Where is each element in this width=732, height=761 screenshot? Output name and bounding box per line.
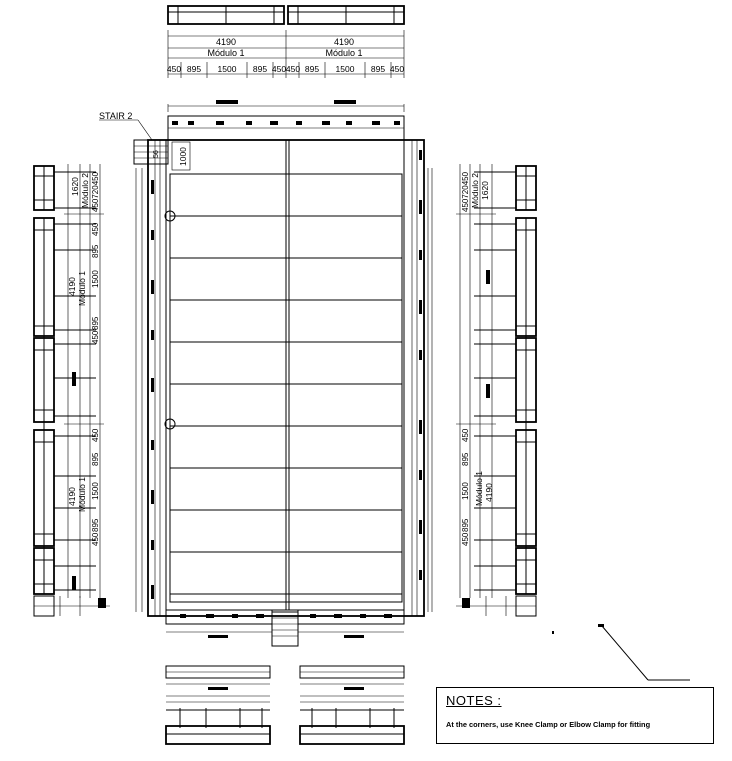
right-m1-seg1: 895 [461,452,470,466]
left-m1b-total: 4190 [67,487,77,506]
top-seg-r4: 450 [390,64,404,74]
left-m1a-seg2: 1500 [91,270,100,288]
right-m1-total: 4190 [484,483,494,502]
right-m1-seg2: 1500 [461,482,470,500]
notes-title: NOTES : [446,693,502,708]
top-seg-r0: 450 [286,64,300,74]
left-m1a-seg4: 450 [91,330,100,344]
right-m2-seg: 450720450 [461,171,470,212]
right-m1-name: Módulo 1 [474,471,484,506]
top-seg-l2: 1500 [218,64,237,74]
top-elevation: 4190 4190 Módulo 1 Módulo 1 450 895 1500… [167,5,405,78]
right-m1-seg4: 450 [461,532,470,546]
top-total-left: 4190 [216,37,236,47]
top-seg-l1: 895 [187,64,201,74]
left-m1b-name: Módulo 1 [77,477,87,512]
left-m1a-total: 4190 [67,277,77,296]
left-m1b-seg1: 895 [91,452,100,466]
top-seg-r1: 895 [305,64,319,74]
stair-dim: 1000 [178,147,188,166]
top-seg-l0: 450 [167,64,181,74]
left-m2-name: Módulo 2 [80,173,90,208]
left-m2-total: 1620 [70,177,80,196]
right-m1-seg3: 895 [461,518,470,532]
right-m2-total: 1620 [480,181,490,200]
top-seg-r3: 895 [371,64,385,74]
left-m1b-seg3: 895 [91,518,100,532]
left-m1b-seg0: 450 [91,428,100,442]
right-m2-name: Módulo 2 [470,173,480,208]
top-total-right: 4190 [334,37,354,47]
notes-leader [552,624,690,681]
top-module-right: Módulo 1 [325,48,362,58]
left-m1a-seg1: 895 [91,244,100,258]
left-elevation: 1620 Módulo 2 450720450 4190 Módulo 1 45… [33,164,110,617]
bottom-elevation [165,665,405,745]
left-m1a-seg0: 450 [91,222,100,236]
right-elevation: 450720450 Módulo 2 1620 450 895 1500 895… [456,164,537,617]
left-m1a-seg3: 895 [91,316,100,330]
main-plan [135,100,433,647]
stair-label: STAIR 2 [99,111,132,121]
right-m1-seg0: 450 [461,428,470,442]
top-module-left: Módulo 1 [207,48,244,58]
left-m1b-seg2: 1500 [91,482,100,500]
left-m2-seg: 450720450 [91,171,100,212]
notes-text: At the corners, use Knee Clamp or Elbow … [446,720,651,729]
top-seg-r2: 1500 [336,64,355,74]
stair-small-dim: 56 [153,150,160,158]
notes-box: NOTES : At the corners, use Knee Clamp o… [436,687,714,744]
top-seg-l4: 450 [272,64,286,74]
top-seg-l3: 895 [253,64,267,74]
left-m1b-seg4: 450 [91,532,100,546]
left-m1a-name: Módulo 1 [77,271,87,306]
